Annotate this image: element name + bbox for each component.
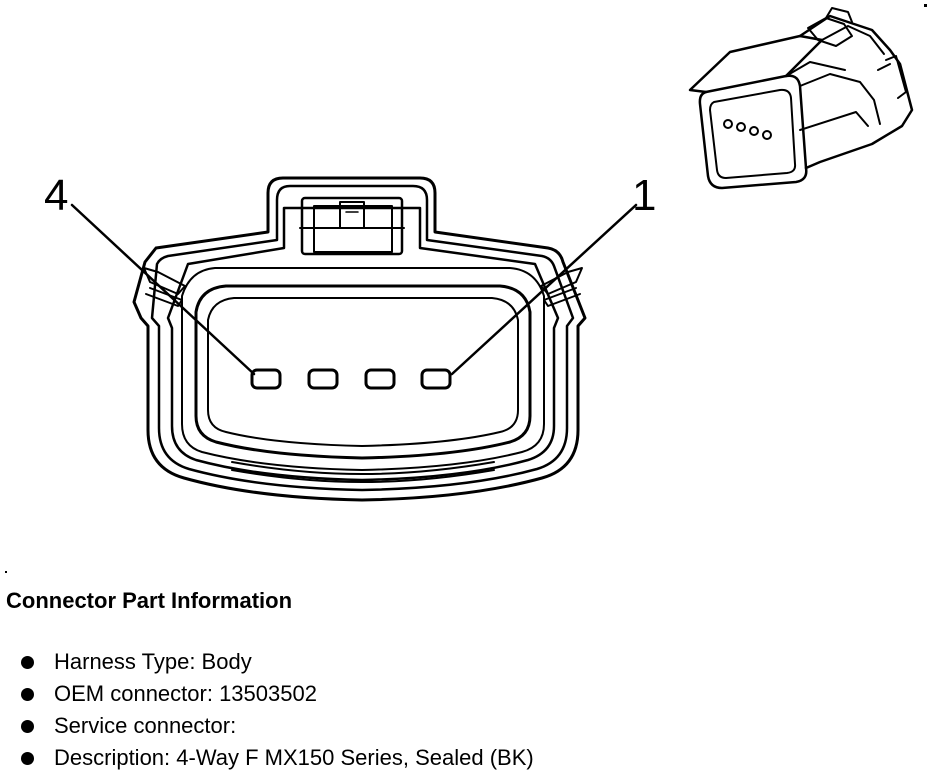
connector-part-information: Connector Part Information Harness Type:… bbox=[6, 586, 906, 770]
stray-dot bbox=[5, 571, 7, 573]
corner-mark bbox=[924, 4, 927, 7]
connector-face bbox=[132, 176, 587, 502]
connector-3d-view bbox=[688, 7, 914, 190]
bullet-icon bbox=[21, 752, 34, 765]
section-title: Connector Part Information bbox=[6, 588, 293, 613]
list-item-text: Harness Type: Body bbox=[54, 649, 252, 674]
pin-1-leader-line bbox=[450, 203, 638, 376]
terminal-cavities bbox=[250, 368, 452, 390]
pin-4-leader-line bbox=[70, 203, 256, 376]
terminal-cavity-3 bbox=[307, 368, 339, 390]
terminal-cavity-1 bbox=[420, 368, 452, 390]
terminal-cavity-4 bbox=[250, 368, 282, 390]
list-item: Service connector: bbox=[6, 710, 534, 742]
connector-diagram: 4 1 bbox=[44, 4, 927, 502]
pin-label-4: 4 bbox=[44, 171, 68, 220]
list-item-text: Service connector: bbox=[54, 713, 237, 738]
part-info-list: Harness Type: Body OEM connector: 135035… bbox=[6, 646, 534, 774]
list-item: OEM connector: 13503502 bbox=[6, 678, 534, 710]
list-item-text: Description: 4-Way F MX150 Series, Seale… bbox=[54, 745, 534, 770]
pin-label-1: 1 bbox=[632, 171, 656, 220]
latch bbox=[299, 196, 405, 256]
bullet-icon bbox=[21, 656, 34, 669]
bullet-icon bbox=[21, 688, 34, 701]
bullet-icon bbox=[21, 720, 34, 733]
terminal-cavity-2 bbox=[364, 368, 396, 390]
list-item-text: OEM connector: 13503502 bbox=[54, 681, 317, 706]
list-item: Harness Type: Body bbox=[6, 646, 534, 678]
list-item: Description: 4-Way F MX150 Series, Seale… bbox=[6, 742, 534, 774]
